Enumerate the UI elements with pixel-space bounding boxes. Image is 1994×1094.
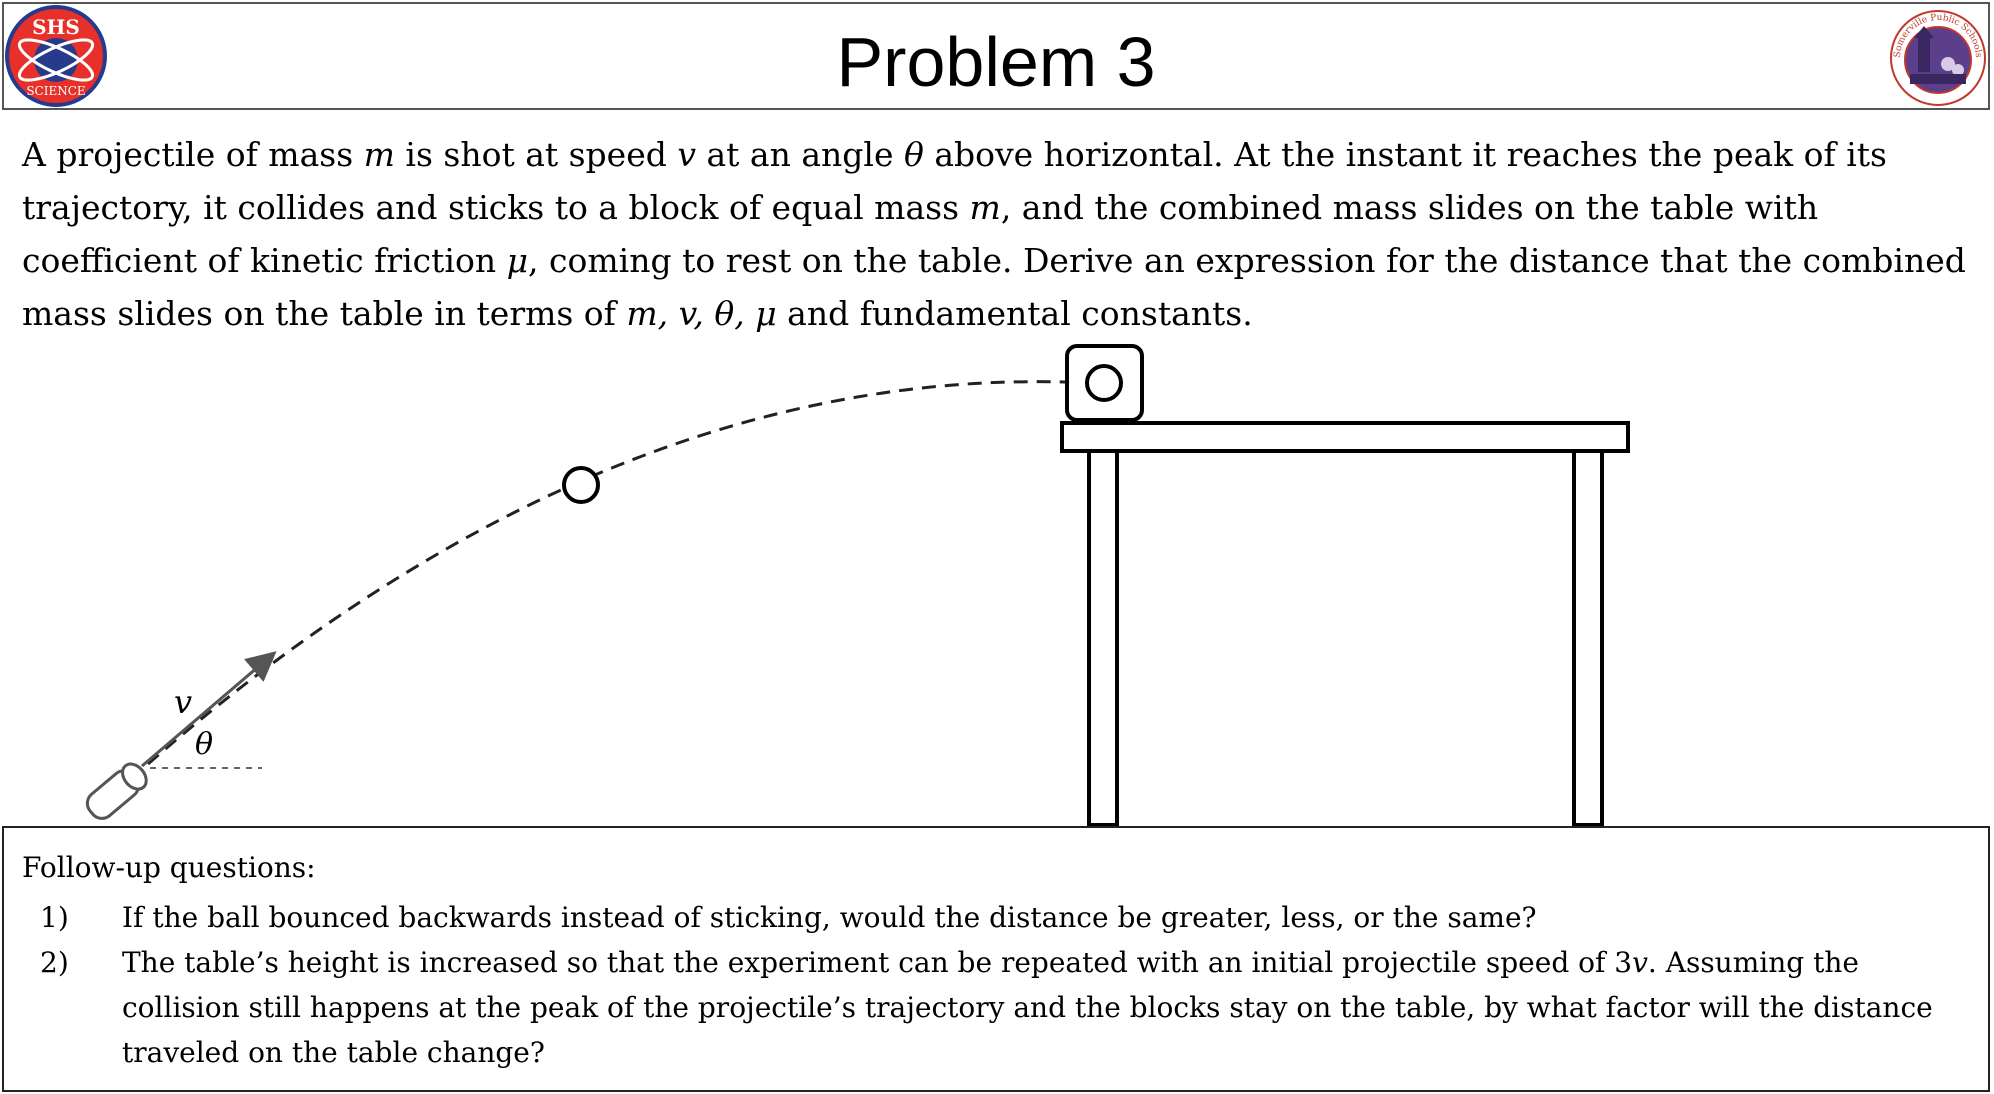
somerville-public-schools-logo: Somerville Public Schools [1890, 10, 1986, 106]
var-m: m [969, 188, 1001, 227]
problem-text-segment: , and the combined mass slides on the ta… [22, 188, 1819, 280]
followup-heading: Follow-up questions: [22, 851, 316, 884]
trajectory-path [147, 380, 1066, 766]
question-number: 2) [40, 946, 69, 979]
var-m: m [363, 135, 395, 174]
launcher [85, 762, 148, 820]
projectile-ball [562, 466, 600, 504]
var-mu: μ [506, 241, 529, 280]
question-number: 1) [40, 901, 69, 934]
question-text-segment: . Assuming the collision still happens a… [122, 946, 1933, 1069]
logo-science-text: SCIENCE [26, 84, 85, 98]
var-theta: θ [903, 135, 924, 174]
angle-label: θ [195, 727, 213, 762]
var-v: v [1632, 946, 1648, 979]
problem-text-segment: above horizontal. At the instant it reac… [22, 135, 1887, 227]
problem-text-segment: is shot at speed [394, 135, 678, 174]
question-text: If the ball bounced backwards instead of… [122, 901, 1537, 934]
problem-statement: A projectile of mass m is shot at speed … [22, 128, 1977, 340]
header-bar: Problem 3 [2, 2, 1990, 110]
shs-science-logo: SHS SCIENCE [5, 5, 107, 107]
table-top [1060, 421, 1630, 453]
problem-text-segment: , coming to rest on the table. Derive an… [22, 241, 1966, 333]
problem-text-segment: and fundamental constants. [776, 294, 1253, 333]
logo-shs-text: SHS [32, 15, 80, 39]
question-text: The table’s height is increased so that … [122, 940, 1952, 1075]
var-list: m, v, θ, μ [626, 294, 777, 333]
velocity-label: v [174, 683, 192, 721]
ball-at-block [1085, 364, 1123, 402]
problem-text-segment: A projectile of mass [22, 135, 364, 174]
page-title: Problem 3 [836, 23, 1156, 101]
followup-box: Follow-up questions: 1) If the ball boun… [2, 826, 1990, 1092]
var-v: v [677, 135, 697, 174]
problem-text-segment: at an angle [696, 135, 904, 174]
table-leg-left [1087, 449, 1119, 827]
table-leg-right [1572, 449, 1604, 827]
velocity-arrow [141, 651, 277, 768]
question-text-segment: The table’s height is increased so that … [122, 946, 1633, 979]
